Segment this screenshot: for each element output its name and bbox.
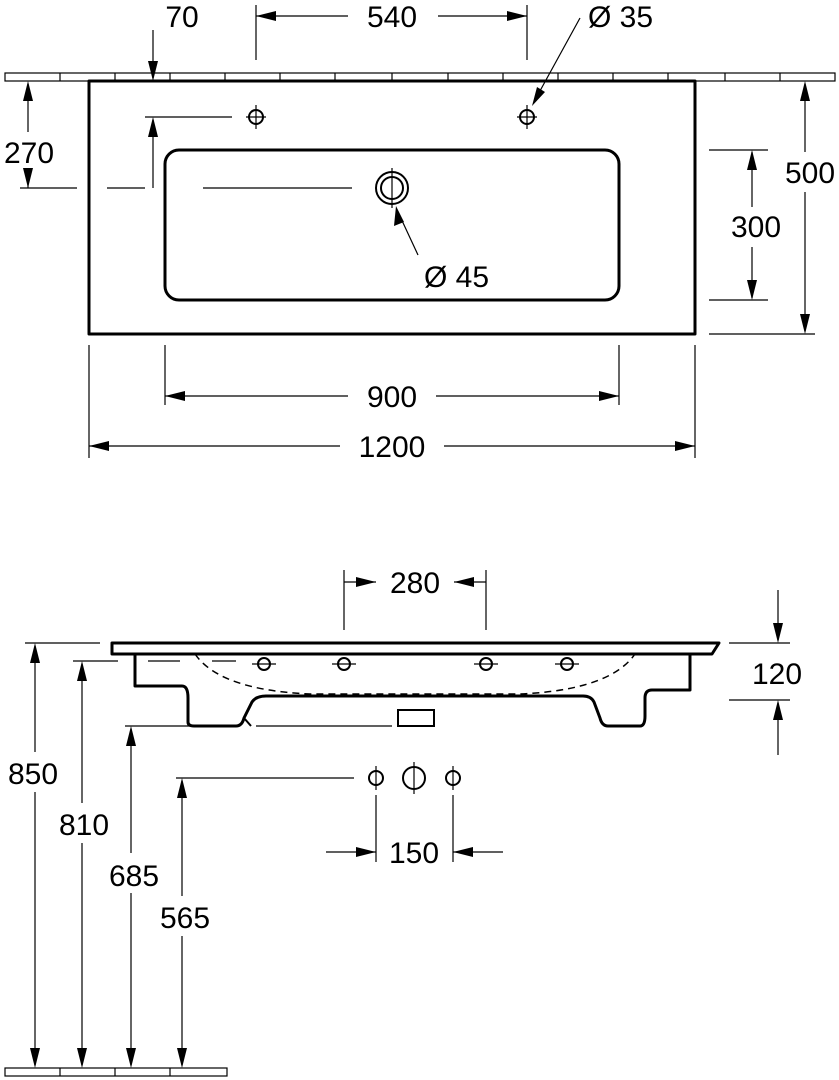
dim-rim-height (729, 590, 790, 755)
dim-height-565 (177, 778, 187, 1068)
dim-basin-width (164, 345, 620, 405)
label-tap-spacing: 540 (367, 1, 417, 34)
label-height-850: 850 (8, 758, 58, 791)
label-supply-spacing: 150 (389, 837, 439, 870)
label-tap-diameter: Ø 35 (588, 1, 653, 34)
dim-overall-width (88, 345, 696, 458)
label-overall-depth: 500 (785, 157, 835, 190)
hole-4 (555, 657, 579, 671)
leader-tap-diameter (532, 17, 581, 106)
basin-bowl-top (163, 148, 621, 302)
overflow-holes (252, 657, 579, 671)
dim-height-685 (126, 726, 136, 1068)
floor-line (4, 1067, 228, 1077)
label-height-565: 565 (160, 902, 210, 935)
side-view: 280 (4, 567, 802, 1077)
label-basin-width: 900 (367, 381, 417, 414)
dim-overflow-spacing (343, 570, 487, 630)
dim-tap-setback (23, 81, 232, 188)
label-overflow-spacing: 280 (390, 567, 440, 600)
dim-overall-depth (709, 81, 815, 335)
label-height-685: 685 (109, 860, 159, 893)
washbasin-outline-top (87, 79, 697, 336)
hole-1 (252, 657, 276, 671)
tap-hole-right (517, 105, 537, 129)
top-view: 540 Ø 35 70 270 Ø 45 (4, 1, 836, 464)
height-reference-lines (25, 642, 392, 779)
supply-holes (368, 762, 461, 794)
dim-edge-offset (148, 30, 158, 81)
label-overall-width: 1200 (359, 431, 426, 464)
label-basin-depth: 300 (731, 211, 781, 244)
hole-3 (474, 657, 498, 671)
tap-hole-left (246, 105, 266, 129)
hole-2 (332, 657, 356, 671)
dim-supply-spacing (326, 795, 503, 862)
label-height-810: 810 (59, 809, 109, 842)
leader-waste-diameter (394, 206, 419, 256)
label-edge-offset: 70 (165, 1, 198, 34)
label-tap-setback: 270 (4, 137, 54, 170)
dim-height-850 (30, 643, 40, 1068)
waste-outlet (375, 168, 409, 208)
dim-height-810 (77, 661, 87, 1068)
label-waste-diameter: Ø 45 (424, 261, 489, 294)
dim-basin-depth (709, 149, 768, 301)
dim-tap-spacing (255, 5, 528, 60)
washbasin-side-profile (110, 641, 721, 728)
label-rim-height: 120 (752, 658, 802, 691)
